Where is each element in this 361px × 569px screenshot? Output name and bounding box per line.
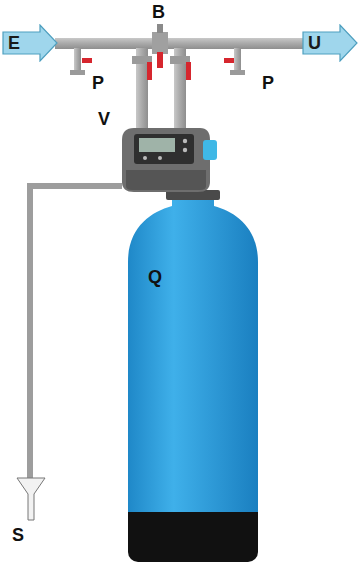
part-letter: V [98, 110, 110, 128]
arrow-label: E [8, 34, 20, 52]
flow-arrow: U [302, 24, 358, 62]
part-letter: B [152, 3, 165, 21]
arrow-label: U [308, 34, 321, 52]
part-letter: S [12, 526, 24, 544]
flow-arrow: E [2, 24, 58, 62]
part-letter: P [262, 74, 274, 92]
part-letter: P [92, 74, 104, 92]
part-letter: Q [148, 268, 162, 286]
